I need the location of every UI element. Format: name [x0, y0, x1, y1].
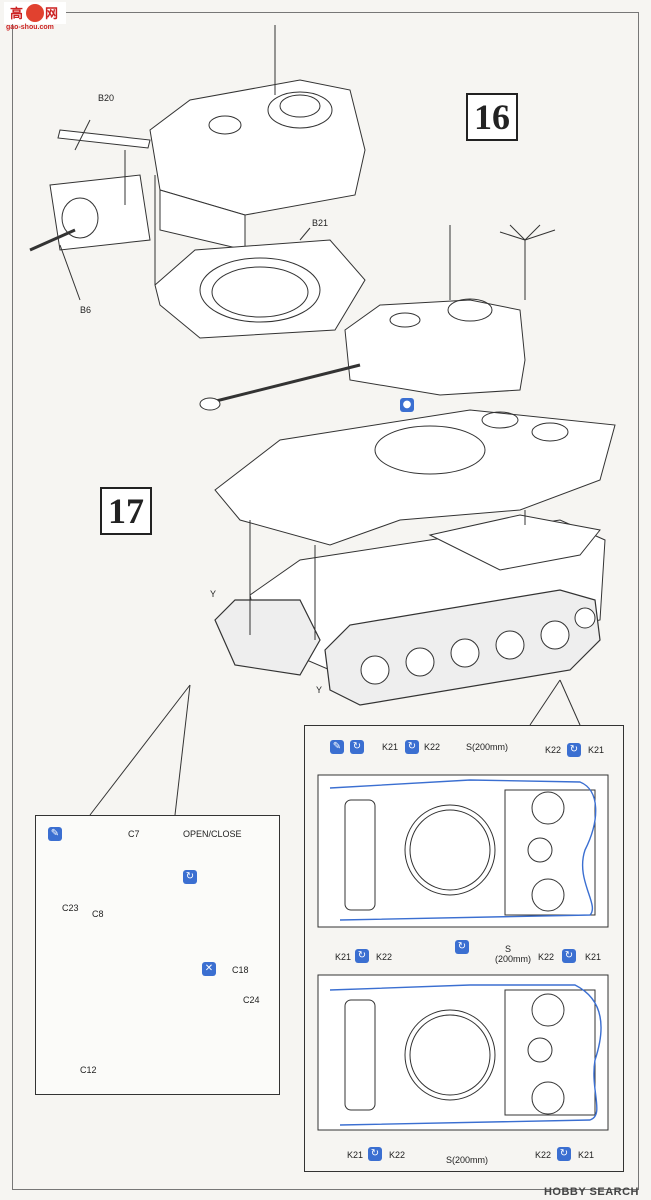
step-17-box: 17: [100, 487, 152, 535]
wire-label-k22: K22: [376, 952, 393, 962]
wire-label-s: S: [505, 944, 512, 954]
cut-icon: ✕: [202, 962, 216, 976]
bend-icon: ↻: [405, 740, 419, 754]
part-label-b6: B6: [80, 305, 92, 315]
svg-text:高: 高: [10, 6, 23, 22]
bend-icon: ↻: [355, 949, 369, 963]
paint-icon: ✎: [330, 740, 344, 754]
glue-icon: ●: [400, 398, 414, 412]
bend-icon: ↻: [350, 740, 364, 754]
part-label-c7: C7: [128, 829, 140, 839]
site-logo: 高 网 gao-shou.com: [4, 2, 66, 36]
bend-icon: ↻: [368, 1147, 382, 1161]
part-label-c23: C23: [62, 903, 79, 913]
bend-icon: ↻: [455, 940, 469, 954]
part-label-c12: C12: [80, 1065, 97, 1075]
part-label-b20: B20: [98, 93, 115, 103]
wire-label-k22: K22: [538, 952, 555, 962]
wire-label-k22: K22: [535, 1150, 552, 1160]
part-label-b21: B21: [312, 218, 329, 228]
svg-text:网: 网: [45, 7, 58, 22]
part-label-c24: C24: [243, 995, 260, 1005]
wire-label-k21: K21: [578, 1150, 595, 1160]
watermark: HOBBY SEARCH: [543, 1186, 639, 1198]
step-16-box: 16: [466, 93, 518, 141]
inset-left: [35, 815, 280, 1095]
paint-icon: ✎: [48, 827, 62, 841]
bend-icon: ↻: [567, 743, 581, 757]
bend-icon: ↻: [183, 870, 197, 884]
part-label-c8: C8: [92, 909, 104, 919]
site-logo-text: gao-shou.com: [6, 24, 54, 31]
wire-label-k21: K21: [585, 952, 602, 962]
bend-icon: ↻: [557, 1147, 571, 1161]
wire-label-k21: K21: [335, 952, 352, 962]
wire-label-k21: K21: [347, 1150, 364, 1160]
wire-label-k22: K22: [389, 1150, 406, 1160]
part-label-y-top: Y: [210, 589, 217, 599]
step-17-number: 17: [108, 491, 144, 531]
wire-label-k22: K22: [424, 742, 441, 752]
wire-label-s-length: (200mm): [495, 954, 532, 964]
bend-icon: ↻: [562, 949, 576, 963]
wire-label-k22: K22: [545, 745, 562, 755]
wire-label-k21: K21: [382, 742, 399, 752]
wire-label-k21: K21: [588, 745, 605, 755]
wire-label-s: S(200mm): [446, 1155, 489, 1165]
inset-right: [304, 725, 624, 1172]
part-label-y-bottom: Y: [316, 685, 323, 695]
wire-label-s: S(200mm): [466, 742, 509, 752]
step-16-number: 16: [474, 97, 510, 137]
part-label-c18: C18: [232, 965, 249, 975]
page-border: [12, 12, 639, 1190]
open-close-label: OPEN/CLOSE: [183, 829, 242, 839]
